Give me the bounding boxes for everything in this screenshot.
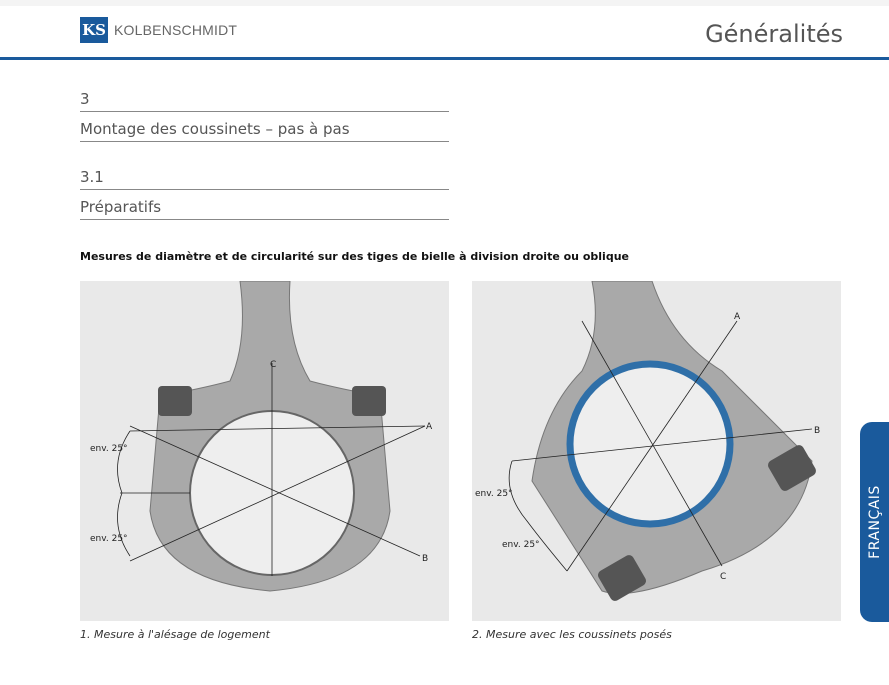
language-tab[interactable]: FRANÇAIS [860,422,889,622]
subsection-title: Préparatifs [80,198,449,220]
label-a: A [734,312,741,322]
angle-label-2: env. 25° [90,534,128,544]
figure-2-caption: 2. Mesure avec les coussinets posés [472,628,672,641]
angle-label-2: env. 25° [502,540,540,550]
angle-label-1: env. 25° [475,489,513,499]
label-b: B [814,426,820,436]
label-c: C [720,572,726,582]
figure-1-caption: 1. Mesure à l'alésage de logement [80,628,270,641]
top-bar [0,0,889,6]
logo-mark: KS [80,17,108,43]
brand-name: KOLBENSCHMIDT [114,22,238,38]
section-number: 3 [80,90,449,112]
header-divider [0,57,889,60]
brand-logo: KS KOLBENSCHMIDT [80,17,237,43]
label-b: B [422,554,428,564]
svg-text:C: C [270,360,276,370]
figure-2-image: A B C env. 25° env. 25° [472,280,841,621]
language-tab-label: FRANÇAIS [866,485,883,559]
subsection-number: 3.1 [80,168,449,190]
angle-label-1: env. 25° [90,444,128,454]
page-title: Généralités [705,20,843,48]
figure-heading: Mesures de diamètre et de circularité su… [80,250,629,263]
label-a: A [426,422,433,432]
section-title: Montage des coussinets – pas à pas [80,120,449,142]
figure-1-image: C A B env. 25° env. 25° [80,280,449,621]
